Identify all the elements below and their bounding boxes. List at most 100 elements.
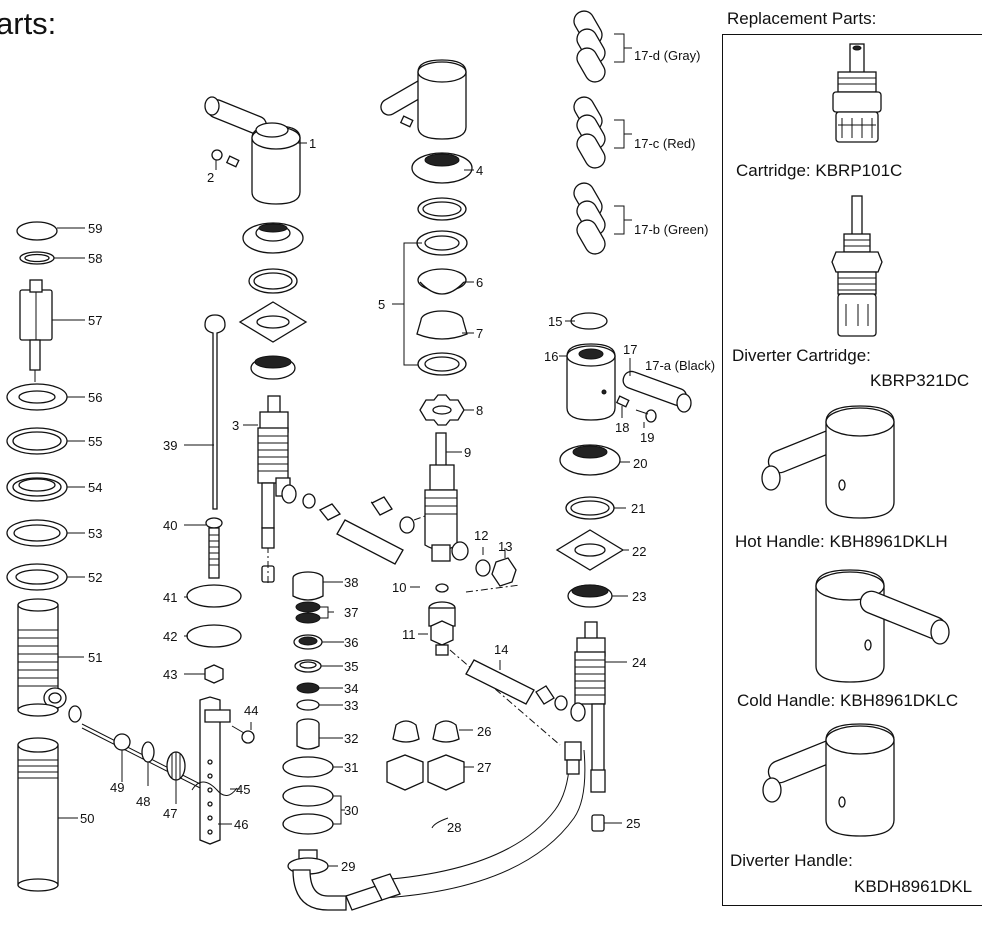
hot-square-gasket <box>238 301 308 343</box>
label-56: 56 <box>88 390 102 405</box>
page-title: arts: <box>0 6 57 41</box>
part-12-ferrule <box>475 559 491 577</box>
label-22: 22 <box>632 544 646 559</box>
hot-escutcheon <box>242 222 304 254</box>
part-8-lock-nut <box>419 394 465 426</box>
label-25: 25 <box>626 816 640 831</box>
part-7-bonnet <box>416 310 468 340</box>
label-54: 54 <box>88 480 102 495</box>
label-12: 12 <box>474 528 488 543</box>
part-41-washer <box>186 584 242 608</box>
cold-handle-illustration <box>815 569 950 683</box>
label-26: 26 <box>477 724 491 739</box>
label-24: 24 <box>632 655 646 670</box>
hot-mount-nut <box>250 355 296 380</box>
diverter-valve-assembly <box>380 59 517 656</box>
label-6: 6 <box>476 275 483 290</box>
part-28-hose <box>345 741 586 911</box>
label-31: 31 <box>344 760 358 775</box>
label-23: 23 <box>632 589 646 604</box>
insert-green <box>573 182 606 255</box>
label-1: 1 <box>309 136 316 151</box>
part-49-pivot-rod <box>68 705 213 795</box>
label-17a: 17-a (Black) <box>645 358 715 373</box>
part-6-cone-washer <box>417 268 467 295</box>
part-43-nut <box>204 664 224 684</box>
part-29-elbow <box>287 849 347 911</box>
part-25-hose-nut <box>591 814 605 832</box>
label-27: 27 <box>477 760 491 775</box>
hot-handle-illustration <box>761 405 895 519</box>
part-3-hot-valve-body <box>257 395 297 549</box>
hot-valve-assembly <box>204 96 308 583</box>
label-5: 5 <box>378 297 385 312</box>
label-33: 33 <box>344 698 358 713</box>
label-53: 53 <box>88 526 102 541</box>
label-7: 7 <box>476 326 483 341</box>
diverter-cartridge-illustration <box>831 195 883 337</box>
cold-valve-assembly <box>555 312 692 832</box>
label-58: 58 <box>88 251 102 266</box>
part-48-washer <box>141 741 155 763</box>
label-17c: 17-c (Red) <box>634 136 695 151</box>
label-36: 36 <box>344 635 358 650</box>
label-29: 29 <box>341 859 355 874</box>
label-10: 10 <box>392 580 406 595</box>
label-32: 32 <box>344 731 358 746</box>
lift-rod-assembly <box>186 314 242 684</box>
part-17-lever <box>622 370 692 413</box>
part-23-mount-nut <box>567 584 613 608</box>
label-49: 49 <box>110 780 124 795</box>
part-55-gasket <box>6 427 68 455</box>
hot-supply-tube <box>302 493 415 565</box>
handle-inserts <box>573 10 632 255</box>
label-46: 46 <box>234 817 248 832</box>
diverter-handle-caption: Diverter Handle: <box>730 851 853 870</box>
cold-handle-caption: Cold Handle: KBH8961DKLC <box>737 691 959 710</box>
insert-gray <box>573 10 606 83</box>
part-35-washer <box>294 659 322 673</box>
cartridge-caption: Cartridge: KBRP101C <box>736 161 903 180</box>
part-45-spring-clip <box>191 781 238 796</box>
part-42-washer <box>186 624 242 648</box>
part-4-escutcheon <box>411 152 473 184</box>
label-41: 41 <box>163 590 177 605</box>
part-54-flange <box>6 472 68 502</box>
diverter-cartridge-caption: Diverter Cartridge: <box>732 346 871 365</box>
part-13-nut <box>491 557 517 587</box>
hot-o-ring <box>248 268 298 294</box>
part-32-sleeve <box>296 718 320 750</box>
replacement-parts-panel <box>722 34 982 906</box>
part-9-diverter-body <box>424 432 469 562</box>
diverter-handle-illustration <box>762 723 895 837</box>
part-15-cap <box>570 312 608 330</box>
label-28: 28 <box>447 820 461 835</box>
part-37-rings <box>295 601 321 624</box>
label-8: 8 <box>476 403 483 418</box>
label-30: 30 <box>344 803 358 818</box>
label-51: 51 <box>88 650 102 665</box>
part-20-escutcheon <box>559 444 621 476</box>
label-34: 34 <box>344 681 358 696</box>
part-56-gasket <box>6 383 68 411</box>
label-17d: 17-d (Gray) <box>634 48 700 63</box>
label-17: 17 <box>623 342 637 357</box>
label-35: 35 <box>344 659 358 674</box>
part-18-set-screw <box>615 395 630 408</box>
label-11: 11 <box>402 627 416 642</box>
label-21: 21 <box>631 501 645 516</box>
replacement-parts-drawings <box>761 43 950 837</box>
label-45: 45 <box>236 782 250 797</box>
hot-handle-caption: Hot Handle: KBH8961DKLH <box>735 532 948 551</box>
part-46-clevis-strap <box>199 696 231 845</box>
part-27-nuts <box>386 754 465 791</box>
part-26-ferrules <box>392 720 460 743</box>
label-59: 59 <box>88 221 102 236</box>
part-38-sleeve <box>292 571 324 601</box>
label-39: 39 <box>163 438 177 453</box>
part-53-gasket <box>6 519 68 547</box>
label-18: 18 <box>615 420 629 435</box>
part-2-set-screw <box>211 149 240 168</box>
diverter-handle-part-number: KBDH8961DKL <box>854 877 973 896</box>
label-15: 15 <box>548 314 562 329</box>
